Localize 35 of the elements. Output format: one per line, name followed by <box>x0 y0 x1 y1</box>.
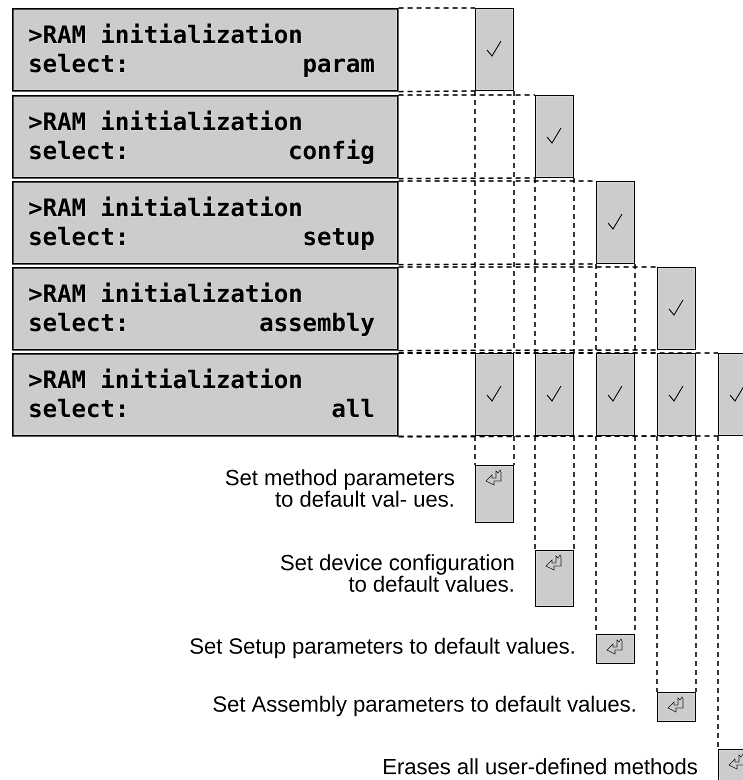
check-key <box>475 8 514 91</box>
dashed-connector <box>398 7 475 9</box>
dashed-connector <box>398 94 535 96</box>
enter-key <box>596 634 635 664</box>
check-key <box>535 353 574 436</box>
check-key <box>657 353 696 436</box>
description-text: Erases all user-defined methods <box>384 758 697 774</box>
description-text: Set Assembly parameters to default values. <box>213 696 635 716</box>
check-key <box>718 353 743 436</box>
enter-key <box>535 550 574 607</box>
display-screen: >RAM initialization select: setup <box>12 181 399 265</box>
enter-key <box>475 465 514 523</box>
check-key <box>535 95 574 178</box>
enter-key <box>718 749 743 780</box>
dashed-connector <box>534 436 536 550</box>
check-key <box>596 353 635 436</box>
dashed-connector <box>398 352 718 354</box>
check-key <box>657 267 696 350</box>
display-screen: >RAM initialization select: assembly <box>12 267 399 351</box>
dashed-connector <box>474 91 476 353</box>
display-screen: >RAM initialization select: all <box>12 353 399 437</box>
check-key <box>596 181 635 264</box>
description-text: Set method parameters to default val- ues. <box>226 469 454 507</box>
dashed-connector <box>717 436 719 749</box>
dashed-connector <box>656 436 658 692</box>
display-screen: >RAM initialization select: param <box>12 8 399 92</box>
display-screen: >RAM initialization select: config <box>12 95 399 179</box>
dashed-connector <box>398 266 657 268</box>
description-text: Set Setup parameters to default values. <box>190 638 574 658</box>
dashed-connector <box>595 264 597 353</box>
enter-key <box>657 692 696 722</box>
dashed-connector <box>474 436 476 465</box>
description-text: Set device configuration to default values. <box>280 554 514 592</box>
dashed-connector <box>534 178 536 353</box>
check-key <box>475 353 514 436</box>
